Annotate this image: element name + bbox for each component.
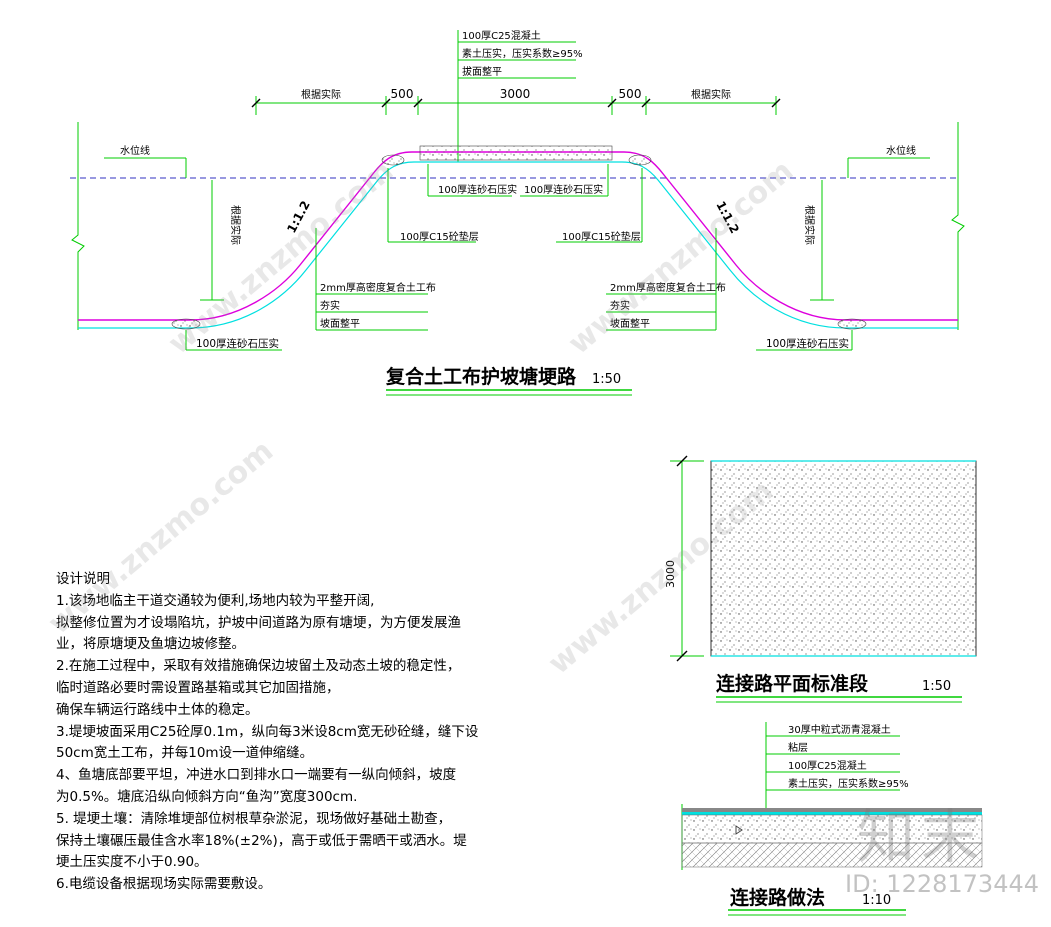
soil-hatch xyxy=(681,842,983,868)
geo-label-right-1: 2mm厚高密度复合土工布 xyxy=(610,281,726,294)
c15-label-left: 100厚C15砼垫层 xyxy=(400,230,479,243)
plan-hatch xyxy=(710,460,977,657)
dim-right: 根据实际 xyxy=(691,88,731,101)
plan-title: 连接路平面标准段 xyxy=(716,672,869,695)
concrete-deck xyxy=(419,145,613,161)
layer-4: 素土压实，压实系数≥95% xyxy=(788,777,909,790)
section-title: 复合土工布护坡塘埂路 xyxy=(385,365,577,388)
layer-1: 30厚中粒式沥青混凝土 xyxy=(788,723,891,736)
bottom-gravel-right: 100厚连砂石压实 xyxy=(766,337,849,350)
notes-line: 2.在施工过程中，采取有效措施确保边坡留土及动态土坡的稳定性， xyxy=(56,658,461,675)
road-detail: 30厚中粒式沥青混凝土 粘层 100厚C25混凝土 素土压实，压实系数≥95% … xyxy=(681,722,983,916)
notes-line: 拟整修位置为才设塌陷坑，护坡中间道路为原有塘埂，为方便发展渔 xyxy=(56,614,461,631)
geo-label-left-2: 夯实 xyxy=(320,299,340,312)
notes-line: 1.该场地临主干道交通较为便利,场地内较为平整开阔, xyxy=(56,592,375,609)
slope-line xyxy=(78,161,958,329)
watermark-id: ID: 1228173444 xyxy=(845,870,1039,898)
gravel-label-right: 100厚连砂石压实 xyxy=(524,183,603,196)
notes-line: 业，将原塘埂及鱼塘边坡修整。 xyxy=(56,636,245,653)
notes-line: 临时道路必要时需设置路基箱或其它加固措施， xyxy=(56,679,340,696)
height-label-left: 根据实际 xyxy=(229,205,242,245)
notes-line: 5. 堤埂土壤：清除堆埂部位树根草杂淤泥，现场做好基础土勘查， xyxy=(56,810,452,827)
notes-line: 4、鱼塘底部要平坦，冲进水口到排水口一端要有一纵向倾斜，坡度 xyxy=(56,767,457,784)
design-notes: 设计说明 1.该场地临主干道交通较为便利,场地内较为平整开阔, 拟整修位置为才设… xyxy=(56,569,576,896)
notes-line: 埂土压实度不小于0.90。 xyxy=(56,854,208,871)
dim-3000: 3000 xyxy=(500,87,531,101)
cross-section: 100厚C25混凝土 素土压实，压实系数≥95% 拔面整平 根据实际 500 3… xyxy=(70,29,965,396)
layer-2: 粘层 xyxy=(788,741,808,754)
height-label-right: 根据实际 xyxy=(803,205,816,245)
top-label-3: 拔面整平 xyxy=(462,65,502,78)
notes-line: 3.堤埂坡面采用C25砼厚0.1m，纵向每3米设8cm宽无砂砼缝，缝下设 xyxy=(56,723,479,740)
dim-500-left: 500 xyxy=(391,87,414,101)
layer-3: 100厚C25混凝土 xyxy=(788,759,867,772)
geo-label-left-3: 坡面整平 xyxy=(320,317,360,330)
notes-line: 6.电缆设备根据现场实际需要敷设。 xyxy=(56,876,272,893)
top-label-1: 100厚C25混凝土 xyxy=(462,29,541,42)
road-scale: 1:10 xyxy=(862,893,891,908)
notes-line: 50cm宽土工布，并每10m设一道伸缩缝。 xyxy=(56,745,314,762)
bottom-gravel-left: 100厚连砂石压实 xyxy=(196,337,279,350)
geo-label-right-2: 夯实 xyxy=(610,299,630,312)
geo-label-left-1: 2mm厚高密度复合土工布 xyxy=(320,281,436,294)
top-label-2: 素土压实，压实系数≥95% xyxy=(462,47,583,60)
dim-left: 根据实际 xyxy=(301,88,341,101)
dim-500-right: 500 xyxy=(619,87,642,101)
notes-line: 确保车辆运行路线中土体的稳定。 xyxy=(56,701,259,718)
road-title: 连接路做法 xyxy=(730,886,825,909)
c15-label-right: 100厚C15砼垫层 xyxy=(562,230,641,243)
plan-dim: 3000 xyxy=(664,560,677,588)
notes-line: 保持土壤碾压最佳含水率18%(±2%)，高于或低于需晒干或洒水。堤 xyxy=(56,832,467,849)
geo-label-right-3: 坡面整平 xyxy=(610,317,650,330)
watermark-brand: 知末 xyxy=(856,803,985,871)
plan-view: 3000 连接路平面标准段 1:50 xyxy=(664,455,977,703)
water-label-left: 水位线 xyxy=(120,144,150,157)
notes-line: 为0.5%。塘底沿纵向倾斜方向“鱼沟”宽度300cm. xyxy=(56,788,358,805)
gravel-label-left: 100厚连砂石压实 xyxy=(438,183,517,196)
plan-scale: 1:50 xyxy=(922,679,951,694)
section-scale: 1:50 xyxy=(592,372,621,387)
notes-heading: 设计说明 xyxy=(56,571,110,587)
water-label-right: 水位线 xyxy=(886,144,916,157)
